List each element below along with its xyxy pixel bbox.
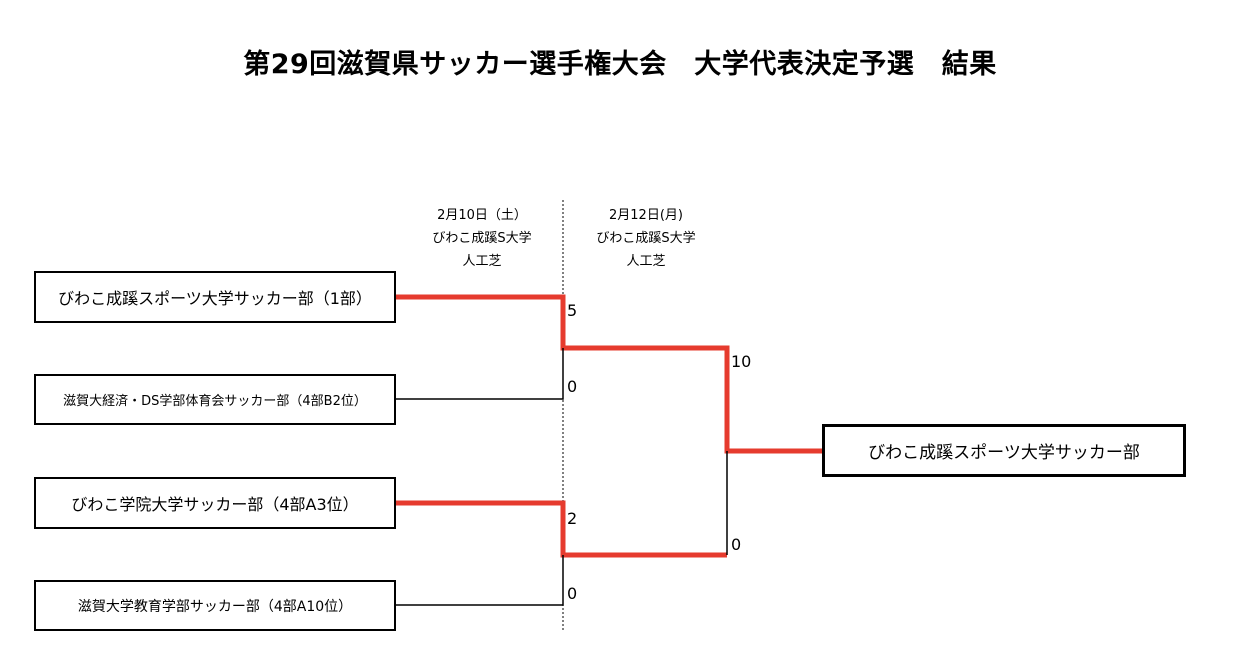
round2-date: 2月12日(月): [609, 208, 683, 223]
semifinal1-score-top: 5: [567, 301, 578, 320]
round1-venue: びわこ成蹊S大学: [432, 231, 532, 246]
round2-venue: びわこ成蹊S大学: [596, 231, 696, 246]
round2-info: 2月12日(月) びわこ成蹊S大学 人工芝: [561, 204, 731, 273]
team-box-1: びわこ成蹊スポーツ大学サッカー部（1部）: [34, 271, 396, 323]
team-box-3: びわこ学院大学サッカー部（4部A3位）: [34, 477, 396, 529]
semifinal1-score-bottom: 0: [567, 377, 578, 396]
bracket-line-team4-loss: [396, 555, 564, 606]
semifinal2-score-top: 2: [567, 509, 578, 528]
semifinal2-score-bottom: 0: [567, 584, 578, 603]
team-box-2: 滋賀大経済・DS学部体育会サッカー部（4部B2位）: [34, 374, 396, 425]
round2-surface: 人工芝: [626, 254, 666, 269]
page-title: 第29回滋賀県サッカー選手権大会 大学代表決定予選 結果: [243, 49, 997, 80]
round1-info: 2月10日（土） びわこ成蹊S大学 人工芝: [397, 204, 567, 273]
round1-date: 2月10日（土）: [437, 208, 527, 223]
team-name-2: 滋賀大経済・DS学部体育会サッカー部（4部B2位）: [63, 394, 367, 409]
champion-box: びわこ成蹊スポーツ大学サッカー部: [822, 424, 1186, 477]
final-score-top: 10: [731, 352, 752, 371]
final-score-bottom: 0: [731, 535, 742, 554]
bracket-line-team3-win: [396, 500, 727, 558]
team-name-1: びわこ成蹊スポーツ大学サッカー部（1部）: [58, 289, 372, 308]
team-box-4: 滋賀大学教育学部サッカー部（4部A10位）: [34, 580, 396, 631]
bracket-line-team2-loss: [396, 348, 564, 400]
team-name-4: 滋賀大学教育学部サッカー部（4部A10位）: [77, 598, 353, 615]
round1-surface: 人工芝: [462, 254, 502, 269]
bracket-line-team1-win: [396, 294, 823, 454]
champion-name: びわこ成蹊スポーツ大学サッカー部: [868, 443, 1140, 463]
team-name-3: びわこ学院大学サッカー部（4部A3位）: [71, 495, 359, 514]
